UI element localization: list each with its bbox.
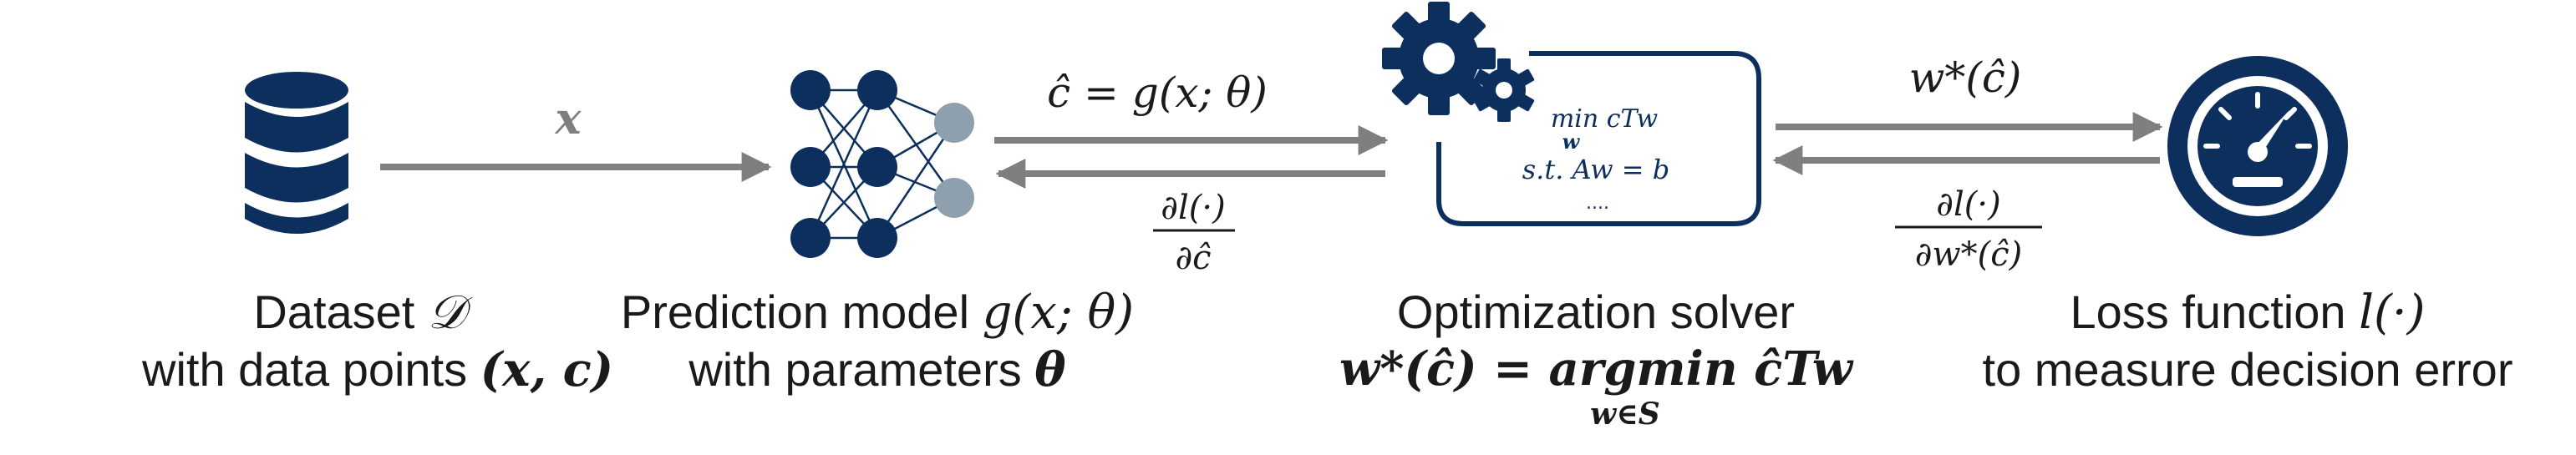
solver-min-line: min cTw <box>1551 104 1659 134</box>
neural-network-icon <box>790 70 974 258</box>
solver-dots: .... <box>1586 193 1609 214</box>
grad-c-numerator: ∂l(·) <box>1161 189 1225 227</box>
grad-w-numerator: ∂l(·) <box>1936 185 2000 224</box>
solver-box <box>1436 51 1761 226</box>
dataset-symbol: 𝒟 <box>427 286 465 340</box>
dataset-caption-line2: with data points (x, c) <box>142 342 614 397</box>
model-caption: Prediction model g(x; θ) with parameters… <box>577 284 1178 398</box>
loss-function-math: l(·) <box>2359 286 2426 340</box>
database-icon <box>245 72 348 234</box>
speedometer-icon <box>2167 56 2348 236</box>
loss-caption-line1: Loss function l(·) <box>2070 286 2426 340</box>
solver-min-subscript: w <box>1562 129 1581 154</box>
dataset-caption: Dataset 𝒟 with data points (x, c) <box>142 284 614 398</box>
arrow-c-hat-label: ĉ = g(x; θ) <box>1047 68 1268 117</box>
arrow-w-star-label: w*(ĉ) <box>1909 53 2022 102</box>
solver-argmin-subscript: w∈S <box>1590 397 1660 432</box>
model-function-math: g(x; θ) <box>982 286 1135 340</box>
model-caption-line1: Prediction model g(x; θ) <box>620 286 1135 340</box>
arrow-x-label: x <box>554 94 582 144</box>
solver-constraint-line: s.t. Aw = b <box>1522 154 1670 185</box>
gears-icon <box>1382 2 1535 122</box>
loss-caption-line2: to measure decision error <box>1982 343 2513 396</box>
solver-argmin-math: w*(ĉ) = argmin ĉTw <box>1339 341 1852 397</box>
grad-w-denominator: ∂w*(ĉ) <box>1915 235 2023 274</box>
dataset-caption-line1: Dataset 𝒟 <box>253 286 465 340</box>
model-parameters-math: θ <box>1034 342 1066 397</box>
solver-caption-line1: Optimization solver <box>1396 286 1796 338</box>
grad-c-denominator: ∂ĉ <box>1175 239 1211 277</box>
solver-caption: Optimization solver w*(ĉ) = argmin ĉTw w… <box>1303 284 1888 431</box>
solver-caption-line2: w*(ĉ) = argmin ĉTw <box>1303 341 1888 397</box>
dataset-data-points-math: (x, c) <box>480 342 614 397</box>
loss-caption: Loss function l(·) to measure decision e… <box>1922 284 2573 398</box>
model-caption-line2: with parameters θ <box>688 342 1066 397</box>
